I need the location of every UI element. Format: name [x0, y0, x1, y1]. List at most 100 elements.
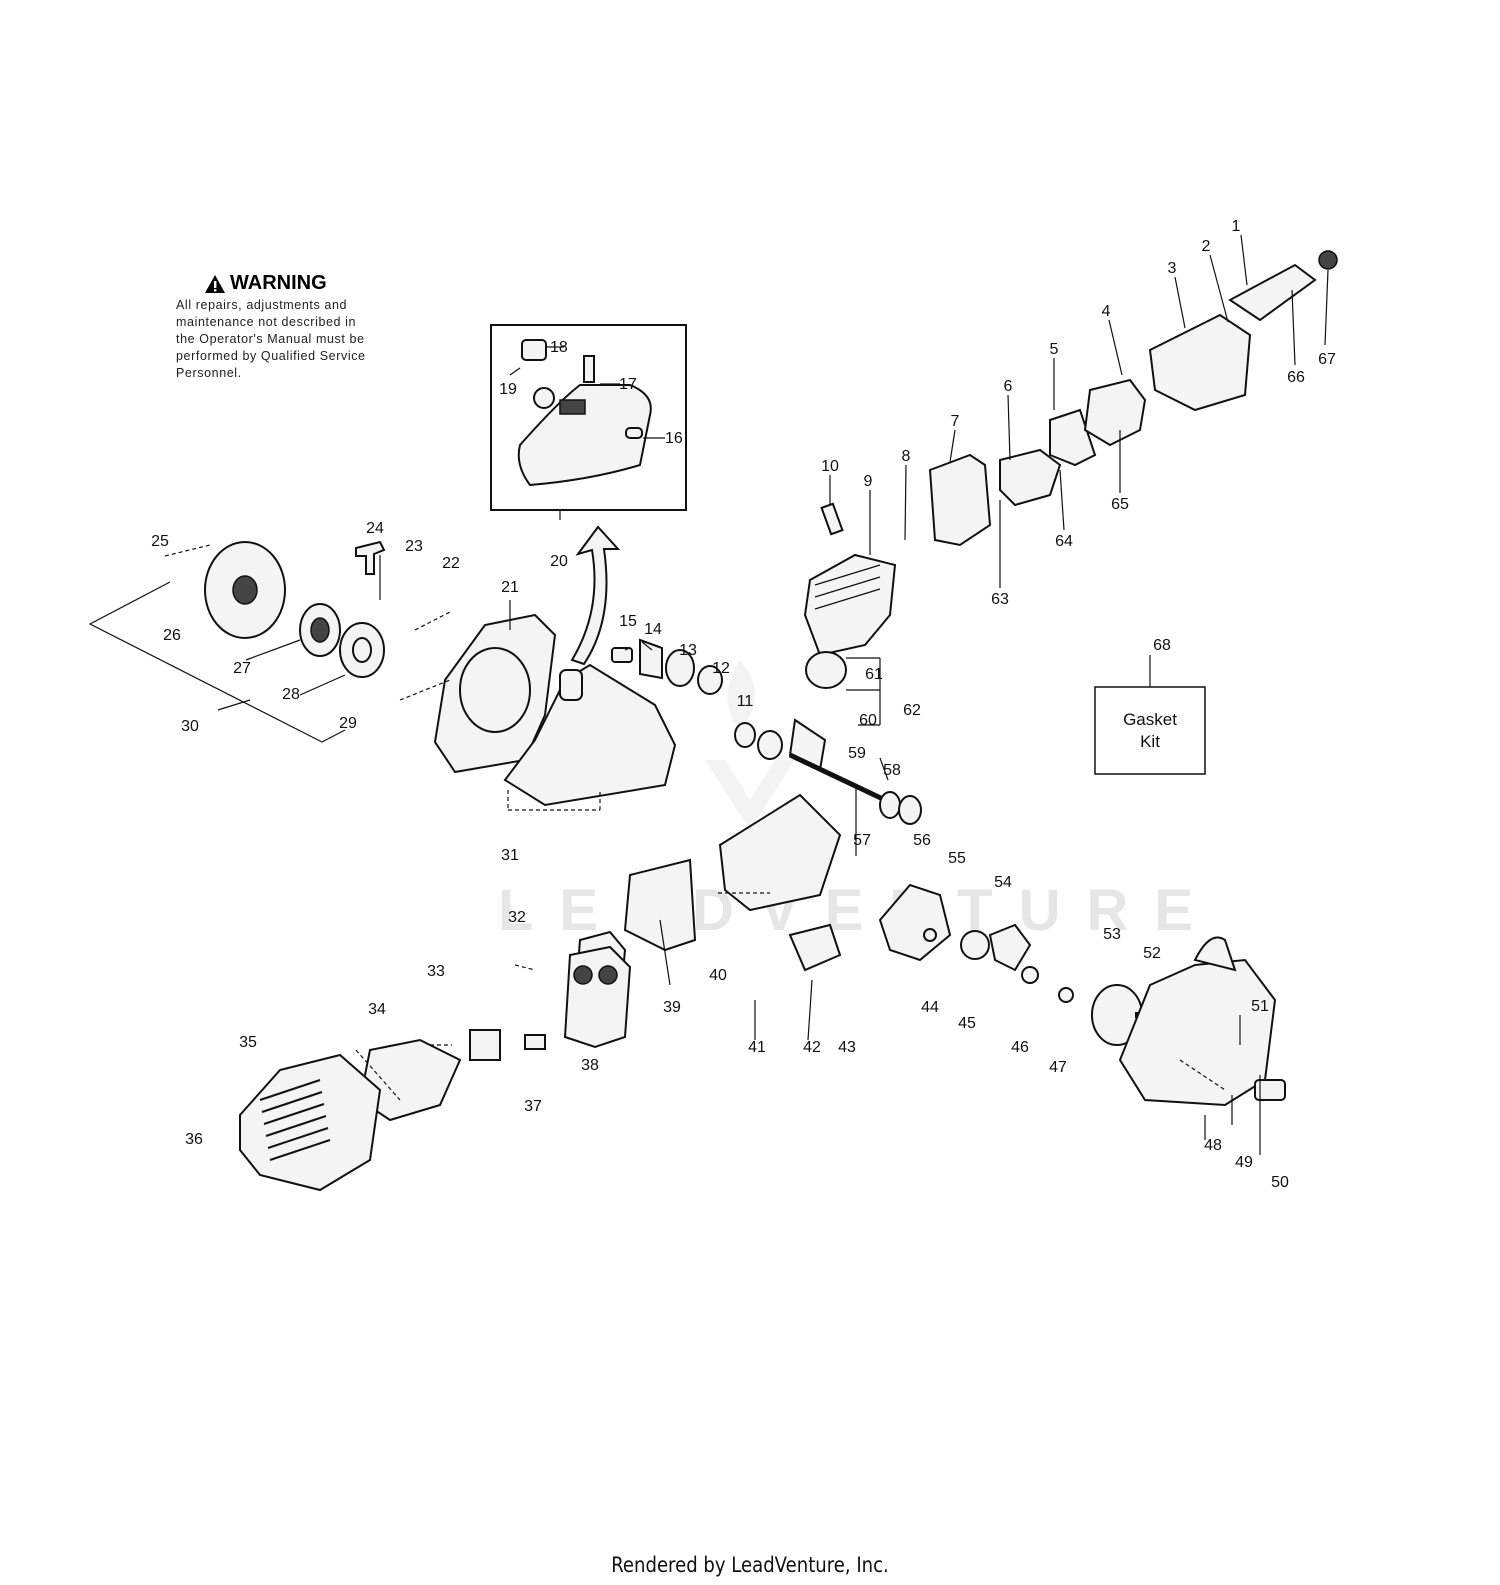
callout-41: 41	[748, 1039, 766, 1056]
callout-34: 34	[368, 1001, 386, 1018]
callout-57: 57	[853, 832, 871, 849]
callout-27: 27	[233, 660, 251, 677]
callout-37: 37	[524, 1098, 542, 1115]
callout-13: 13	[679, 642, 697, 659]
adapter-6-part	[999, 448, 1062, 507]
cylinder-part	[803, 502, 897, 657]
callout-19: 19	[499, 381, 517, 398]
warning-line: performed by Qualified Service	[176, 349, 366, 363]
callout-18: 18	[550, 339, 568, 356]
intake-parts	[611, 638, 723, 695]
callout-16: 16	[665, 430, 683, 447]
callout-58: 58	[883, 762, 901, 779]
callout-26: 26	[163, 627, 181, 644]
callout-67: 67	[1318, 351, 1336, 368]
leader-lines	[217, 234, 1329, 1155]
fuel-tank-inset-box	[490, 324, 687, 511]
starter-bracket	[88, 581, 346, 743]
callout-65: 65	[1111, 496, 1129, 513]
callout-11: 11	[737, 693, 754, 710]
fuel-tank-part	[503, 663, 677, 807]
callout-48: 48	[1204, 1137, 1222, 1154]
warning-line: maintenance not described in	[176, 315, 357, 329]
dashed-connectors	[164, 544, 1226, 1101]
callout-63: 63	[991, 591, 1009, 608]
callout-61: 61	[865, 666, 883, 683]
warning-triangle-icon	[205, 274, 225, 293]
watermark-text: LEADVENTURE	[498, 878, 1219, 943]
air-filter-cover-part	[1148, 313, 1252, 412]
callout-17: 17	[619, 376, 637, 393]
warning-heading: WARNING	[204, 272, 416, 295]
gasket-kit-line2: Kit	[1140, 732, 1160, 751]
callout-68: 68	[1153, 637, 1171, 654]
callout-44: 44	[921, 999, 939, 1016]
callout-9: 9	[864, 473, 873, 490]
callout-59: 59	[848, 745, 866, 762]
callout-15: 15	[619, 613, 637, 630]
air-filter-part	[1228, 263, 1317, 322]
callout-52: 52	[1143, 945, 1161, 962]
fuel-tank-inset-part	[517, 339, 652, 487]
warning-line: All repairs, adjustments and	[176, 298, 348, 312]
callout-32: 32	[508, 909, 526, 926]
callout-60: 60	[859, 712, 877, 729]
callout-36: 36	[185, 1131, 203, 1148]
callout-42: 42	[803, 1039, 821, 1056]
watermark-logo	[705, 660, 795, 830]
callout-25: 25	[151, 533, 169, 550]
gasket-kit-box	[1094, 686, 1206, 775]
callout-47: 47	[1049, 1059, 1067, 1076]
callout-33: 33	[427, 963, 445, 980]
callout-7: 7	[951, 413, 960, 430]
muffler-assembly	[469, 945, 632, 1061]
callout-56: 56	[913, 832, 931, 849]
starter-assembly	[204, 540, 386, 678]
callout-49: 49	[1235, 1154, 1253, 1171]
callout-23: 23	[405, 538, 423, 555]
callout-12: 12	[712, 660, 730, 677]
warning-body: All repairs, adjustments and maintenance…	[176, 297, 416, 382]
callout-29: 29	[339, 715, 357, 732]
callout-43: 43	[838, 1039, 856, 1056]
callout-4: 4	[1102, 303, 1111, 320]
gasket-7-part	[928, 453, 992, 547]
callout-50: 50	[1271, 1174, 1289, 1191]
warning-line: the Operator's Manual must be	[176, 332, 365, 346]
callout-64: 64	[1055, 533, 1073, 550]
callout-3: 3	[1168, 260, 1177, 277]
callout-numbers: 1 2 3 4 5 6 7 8 9 10 11 12 13 14 15 16 1…	[151, 218, 1336, 1191]
callout-38: 38	[581, 1057, 599, 1074]
callout-28: 28	[282, 686, 300, 703]
callout-30: 30	[181, 718, 199, 735]
gasket-kit-line1: Gasket	[1123, 710, 1177, 729]
crankshaft-assembly	[718, 651, 922, 912]
callout-10: 10	[821, 458, 839, 475]
gasket-5-part	[1049, 408, 1097, 467]
callout-51: 51	[1251, 998, 1269, 1015]
callout-20: 20	[550, 553, 568, 570]
callout-55: 55	[948, 850, 966, 867]
callout-8: 8	[902, 448, 911, 465]
callout-54: 54	[994, 874, 1012, 891]
warning-notice: WARNING All repairs, adjustments and mai…	[176, 272, 416, 382]
carburetor-part	[1083, 378, 1147, 447]
callout-66: 66	[1287, 369, 1305, 386]
callout-21: 21	[501, 579, 519, 596]
callout-14: 14	[644, 621, 662, 638]
callout-40: 40	[709, 967, 727, 984]
callout-2: 2	[1202, 238, 1211, 255]
shroud-assembly	[239, 1038, 462, 1192]
callout-5: 5	[1050, 341, 1059, 358]
ignition-assembly	[573, 858, 1074, 1017]
callout-24: 24	[366, 520, 384, 537]
assembly-arrow	[570, 525, 621, 666]
callout-6: 6	[1004, 378, 1013, 395]
callout-22: 22	[442, 555, 460, 572]
callout-31: 31	[501, 847, 519, 864]
callout-53: 53	[1103, 926, 1121, 943]
callout-1: 1	[1232, 218, 1241, 235]
warning-title: WARNING	[230, 272, 327, 294]
callout-46: 46	[1011, 1039, 1029, 1056]
